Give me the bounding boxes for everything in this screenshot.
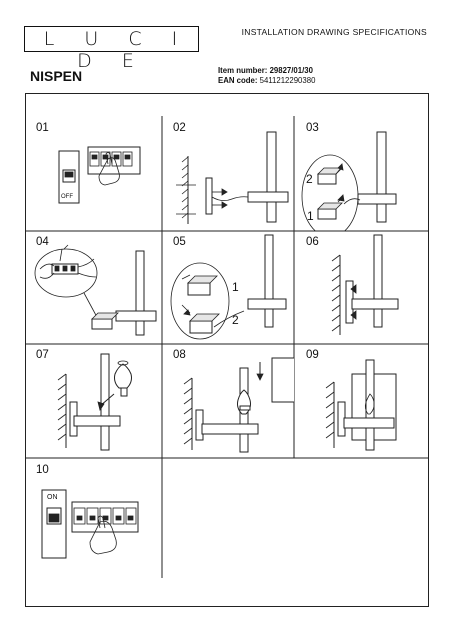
step-05-panel: 05 1 2 [162,231,294,344]
item-number-row: Item number: 29827/01/30 [218,66,315,76]
fixing-screws-illustration [331,234,399,335]
logo-text: L U C I D E [43,28,190,72]
breaker-off-illustration [58,146,141,204]
item-number-value: 29827/01/30 [269,66,313,75]
step-number: 09 [306,349,319,361]
step-number: 07 [36,349,49,361]
instruction-grid: 01 OFF 02 [25,93,429,607]
step-number: 06 [306,236,319,248]
callout-one: 1 [232,280,239,294]
callout-two: 2 [232,313,239,327]
brand-logo: L U C I D E [24,26,199,72]
logo-frame [24,26,199,52]
step-07-panel: 07 [26,344,162,458]
step-number: 04 [36,236,49,248]
ean-row: EAN code: 5411212290380 [218,76,315,86]
grid-lines [26,116,428,578]
callout-two: 2 [306,172,313,186]
terminal-block-illustration [34,244,157,336]
step-number: 03 [306,122,319,134]
wall-bracket-illustration [176,131,289,224]
item-number-label: Item number: [218,66,268,75]
step-06-panel: 06 [294,231,428,344]
step-01-panel: 01 OFF [26,94,162,231]
product-name: NISPEN [30,68,83,84]
step-10-panel: 10 ON [26,458,162,606]
step-number: 10 [36,464,49,476]
step-04-panel: 04 [26,231,162,344]
step-number: 02 [173,122,186,134]
bulb-insert-illustration [57,353,132,451]
ean-label: EAN code: [218,76,258,85]
document-title: INSTALLATION DRAWING SPECIFICATIONS [241,27,427,37]
step-03-panel: 03 2 1 [294,94,428,231]
step-09-panel: 09 [294,344,428,458]
on-label: ON [47,494,58,501]
step-number: 01 [36,122,49,134]
ean-value: 5411212290380 [259,76,316,85]
product-meta: Item number: 29827/01/30 EAN code: 54112… [218,66,315,86]
step-02-panel: 02 [162,94,294,231]
breaker-on-illustration [41,489,139,559]
wiring-box-illustration [170,234,287,340]
step-number: 05 [173,236,186,248]
step-number: 08 [173,349,186,361]
shade-mount-illustration [183,357,294,453]
callout-one: 1 [307,209,314,223]
off-label: OFF [61,194,73,200]
step-08-panel: 08 [162,344,294,458]
wiring-illustration [301,131,397,231]
finished-lamp-illustration [325,359,397,451]
